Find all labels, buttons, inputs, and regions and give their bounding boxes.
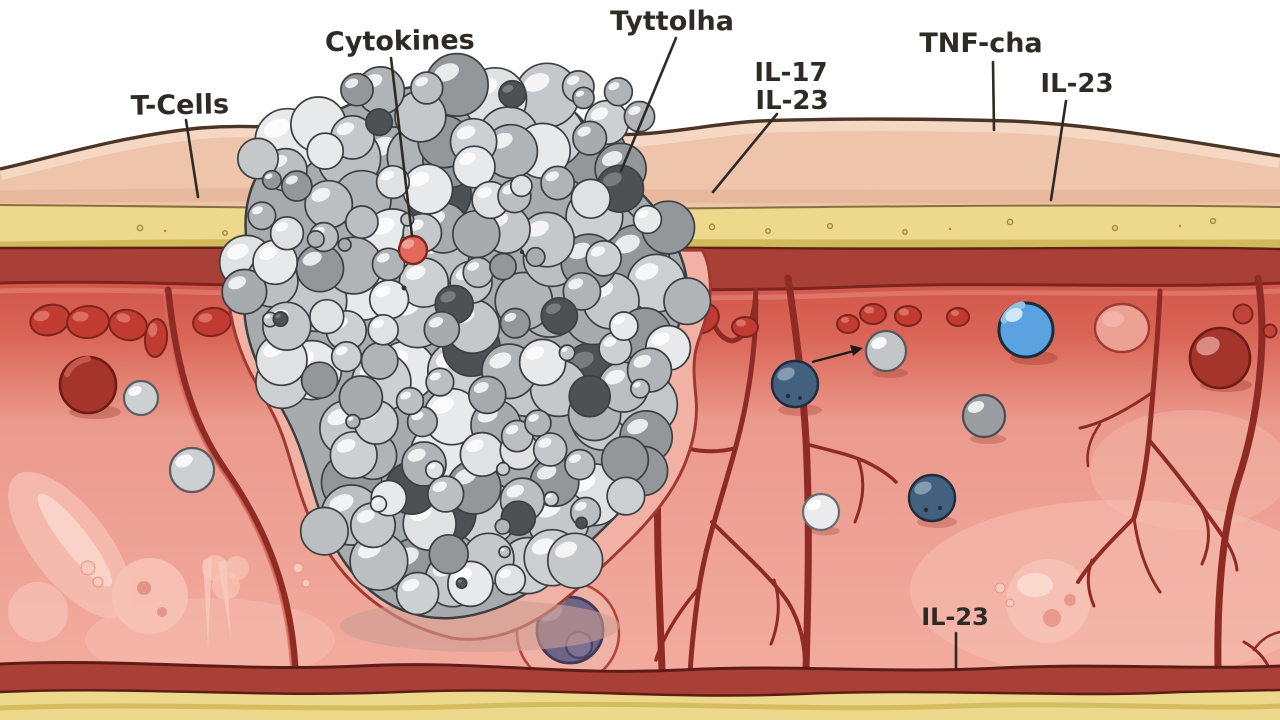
label-t-cells: T-Cells xyxy=(130,89,229,122)
dark-red-cell-right xyxy=(1188,326,1252,390)
annotation-labels: T-Cells Cytokines Tyttolha IL-17 IL-23 T… xyxy=(130,6,1113,631)
white-cell xyxy=(801,492,841,532)
blood-vessel-tree-center xyxy=(640,297,898,679)
leader-line-il23-right xyxy=(1049,99,1068,202)
cytokine-dot xyxy=(397,234,429,266)
leader-line-il17-il23 xyxy=(711,112,779,194)
left-spheres xyxy=(58,355,216,494)
navy-cell-1 xyxy=(770,359,820,409)
label-tyttolha: Tyttolha xyxy=(610,6,734,37)
skin-surface-outline-right xyxy=(582,117,1280,158)
label-il23-bottom: IL-23 xyxy=(921,603,989,631)
leader-line-tyttolha xyxy=(619,36,678,173)
navy-cell-2 xyxy=(907,473,957,523)
blood-vessel-tree-right xyxy=(1076,288,1280,672)
label-cytokines: Cytokines xyxy=(325,25,475,59)
silver-cell-2 xyxy=(168,446,216,494)
leader-line-tnf xyxy=(991,60,996,132)
bottom-boundary-bands xyxy=(0,660,1280,720)
label-il17: IL-17 xyxy=(754,58,827,88)
label-il23-mid: IL-23 xyxy=(755,86,828,116)
annotation-lines xyxy=(184,36,1068,670)
dark-red-cell xyxy=(58,355,118,415)
small-arrow xyxy=(811,345,863,364)
leader-line-t-cells xyxy=(184,118,200,199)
label-il23-right: IL-23 xyxy=(1040,69,1113,99)
silver-cell-3 xyxy=(864,329,908,373)
label-tnf-cha: TNF-cha xyxy=(919,28,1042,59)
gray-cell xyxy=(961,393,1007,439)
pale-cell-right xyxy=(1006,559,1090,643)
leader-line-cytokines xyxy=(389,56,414,238)
right-spheres xyxy=(770,301,1252,536)
papilla-bump xyxy=(1093,302,1151,354)
pale-cell-left xyxy=(112,558,188,634)
silver-cell-1 xyxy=(122,379,160,417)
